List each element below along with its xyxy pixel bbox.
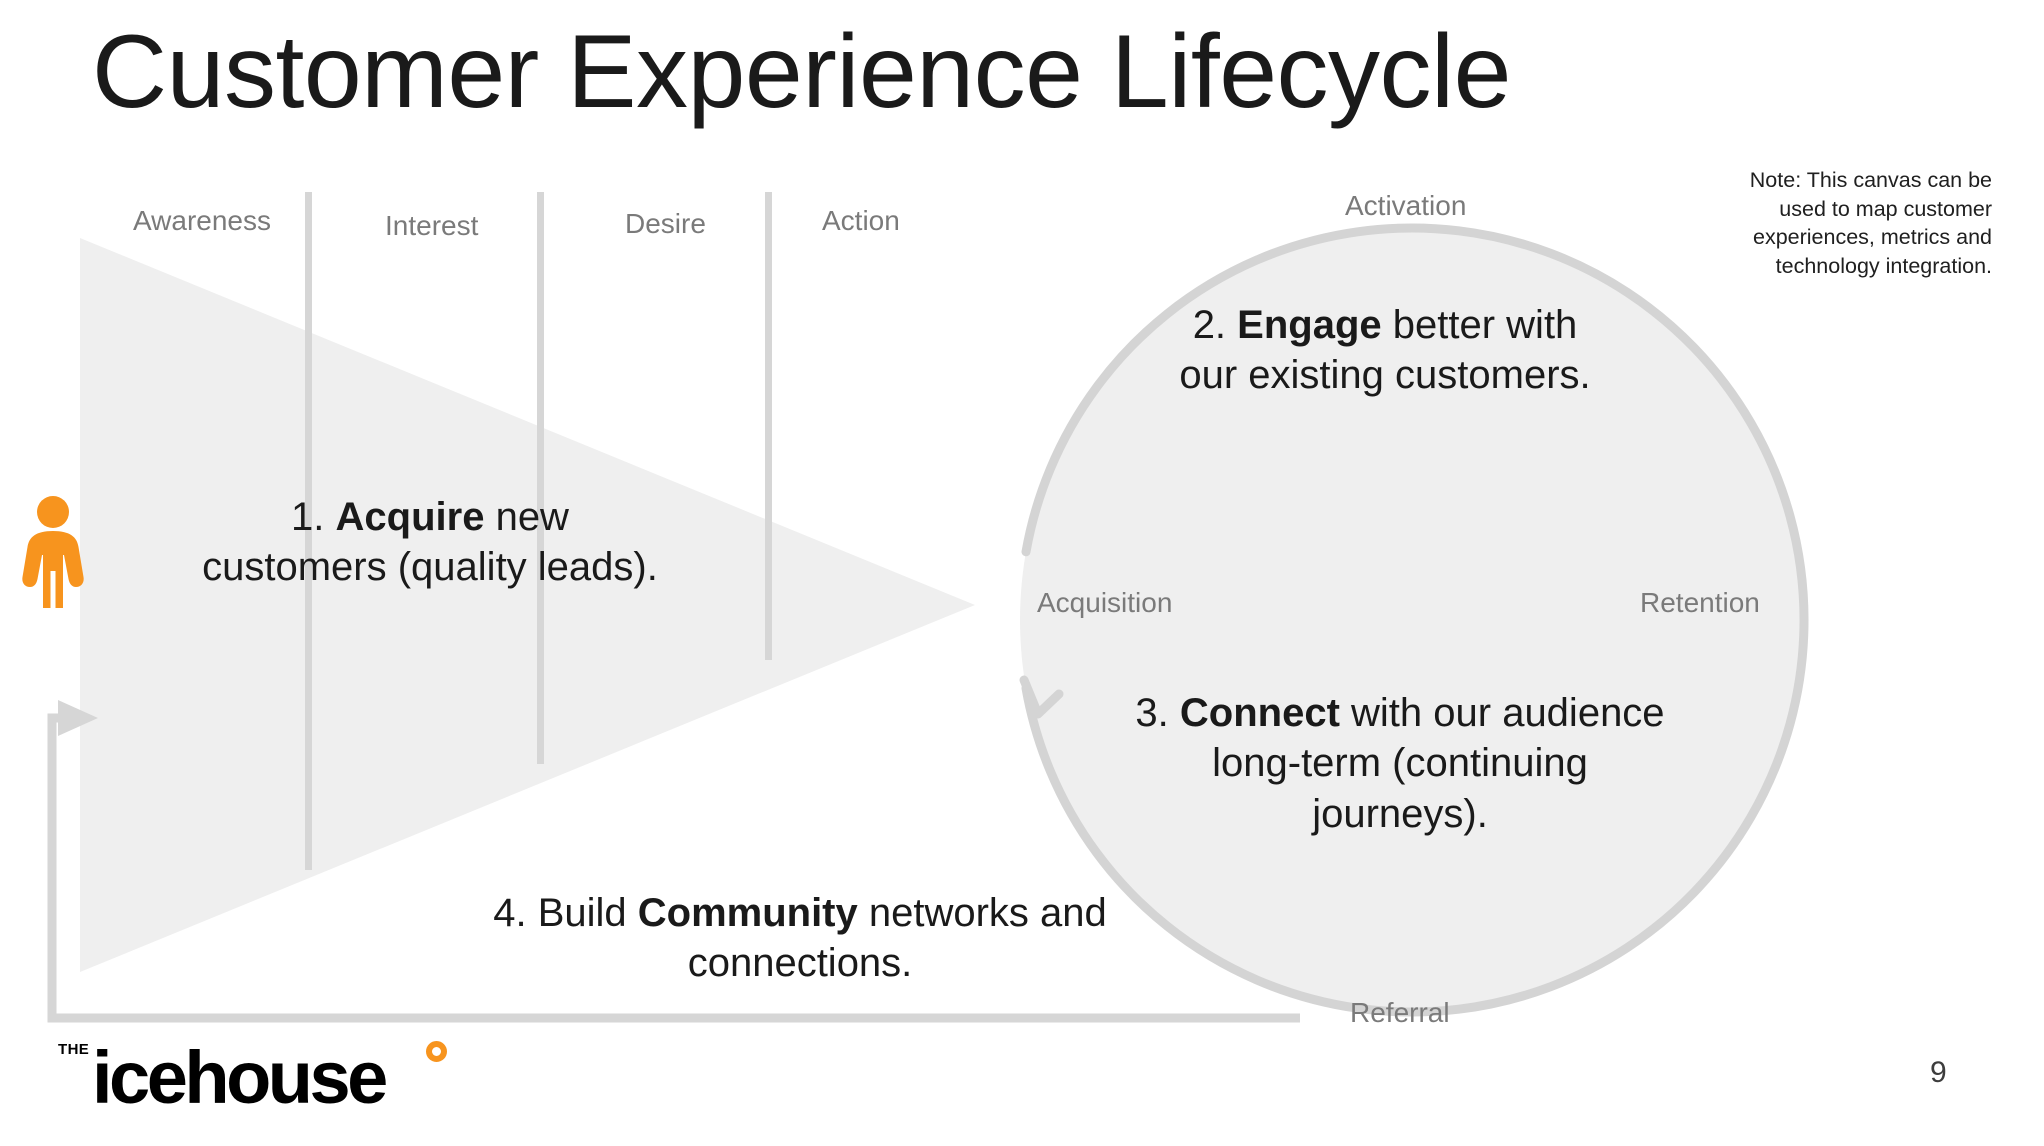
circle-stage-activation[interactable]: Activation <box>1345 190 1467 221</box>
page-title: Customer Experience Lifecycle <box>92 14 1512 130</box>
page-number: 9 <box>1930 1056 1947 1089</box>
funnel-stage-interest[interactable]: Interest <box>385 210 479 241</box>
logo-orange-ring-icon <box>426 1041 447 1062</box>
funnel-stage-action[interactable]: Action <box>822 205 900 236</box>
step-2-rest: better with our existing customers. <box>1179 303 1591 398</box>
logo-the-text: THE <box>58 1041 90 1058</box>
logo-wordmark: icehouse <box>92 1036 388 1119</box>
circle-stage-referral[interactable]: Referral <box>1350 997 1450 1028</box>
circle-stage-acquisition[interactable]: Acquisition <box>1037 587 1173 618</box>
circle-stage-retention[interactable]: Retention <box>1640 587 1760 618</box>
funnel-stage-awareness[interactable]: Awareness <box>133 205 272 236</box>
funnel-divider-3 <box>765 192 772 660</box>
step-4-community-text: 4. Build Community networks and connecti… <box>470 888 1130 989</box>
step-3-connect-text: 3. Connect with our audience long-term (… <box>1120 688 1680 839</box>
step-3-rest: with our audience long-term (continuing … <box>1212 691 1665 836</box>
step-2-engage-text: 2. Engage better with our existing custo… <box>1165 300 1605 401</box>
step-1-keyword: Acquire <box>335 495 485 539</box>
step-2-number: 2. <box>1192 303 1238 347</box>
funnel-stage-desire[interactable]: Desire <box>625 208 706 239</box>
step-4-number: 4. Build <box>493 891 638 935</box>
step-1-rest: new customers (quality leads). <box>202 495 658 590</box>
step-1-number: 1. <box>291 495 336 539</box>
step-3-number: 3. <box>1135 691 1180 735</box>
step-3-keyword: Connect <box>1179 691 1340 735</box>
funnel-triangle <box>80 238 975 972</box>
person-icon <box>22 496 84 608</box>
icehouse-logo: THE icehouse <box>58 1035 458 1115</box>
step-4-rest: networks and connections. <box>687 891 1107 986</box>
step-2-keyword: Engage <box>1237 303 1382 347</box>
circle-flow-arrow <box>1019 675 1064 719</box>
step-1-acquire-text: 1. Acquire new customers (quality leads)… <box>200 492 660 593</box>
canvas-note: Note: This canvas can be used to map cus… <box>1749 168 1992 278</box>
step-4-keyword: Community <box>637 891 858 935</box>
funnel-divider-2 <box>537 192 544 764</box>
feedback-loop-arrow <box>58 700 98 736</box>
